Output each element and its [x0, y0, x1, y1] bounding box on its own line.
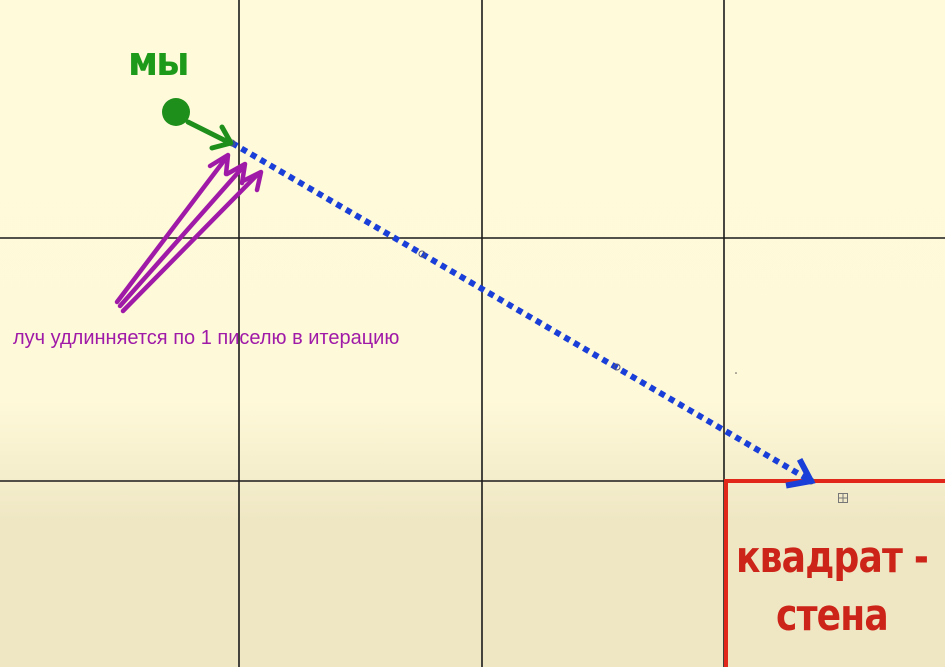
ray-node: [418, 250, 426, 258]
ray-node: [613, 363, 621, 371]
player-dot-icon: [162, 98, 190, 126]
move-handle-icon[interactable]: [838, 493, 848, 503]
player-direction-line: [185, 119, 233, 146]
wall-label-line2: стена: [776, 590, 889, 641]
player-label: мы: [128, 39, 190, 85]
player-direction-arrowhead-icon: [209, 124, 234, 151]
wall-label-line1: квадрат -: [736, 532, 929, 583]
ray-line: [230, 140, 813, 484]
ray-caption: луч удлинняется по 1 писелю в итерацию: [13, 327, 400, 349]
wall-square: [724, 479, 945, 667]
pointer-arrows-icon: [114, 152, 264, 314]
ray-end-arrowhead-icon: [785, 457, 816, 489]
speck: [735, 372, 737, 374]
